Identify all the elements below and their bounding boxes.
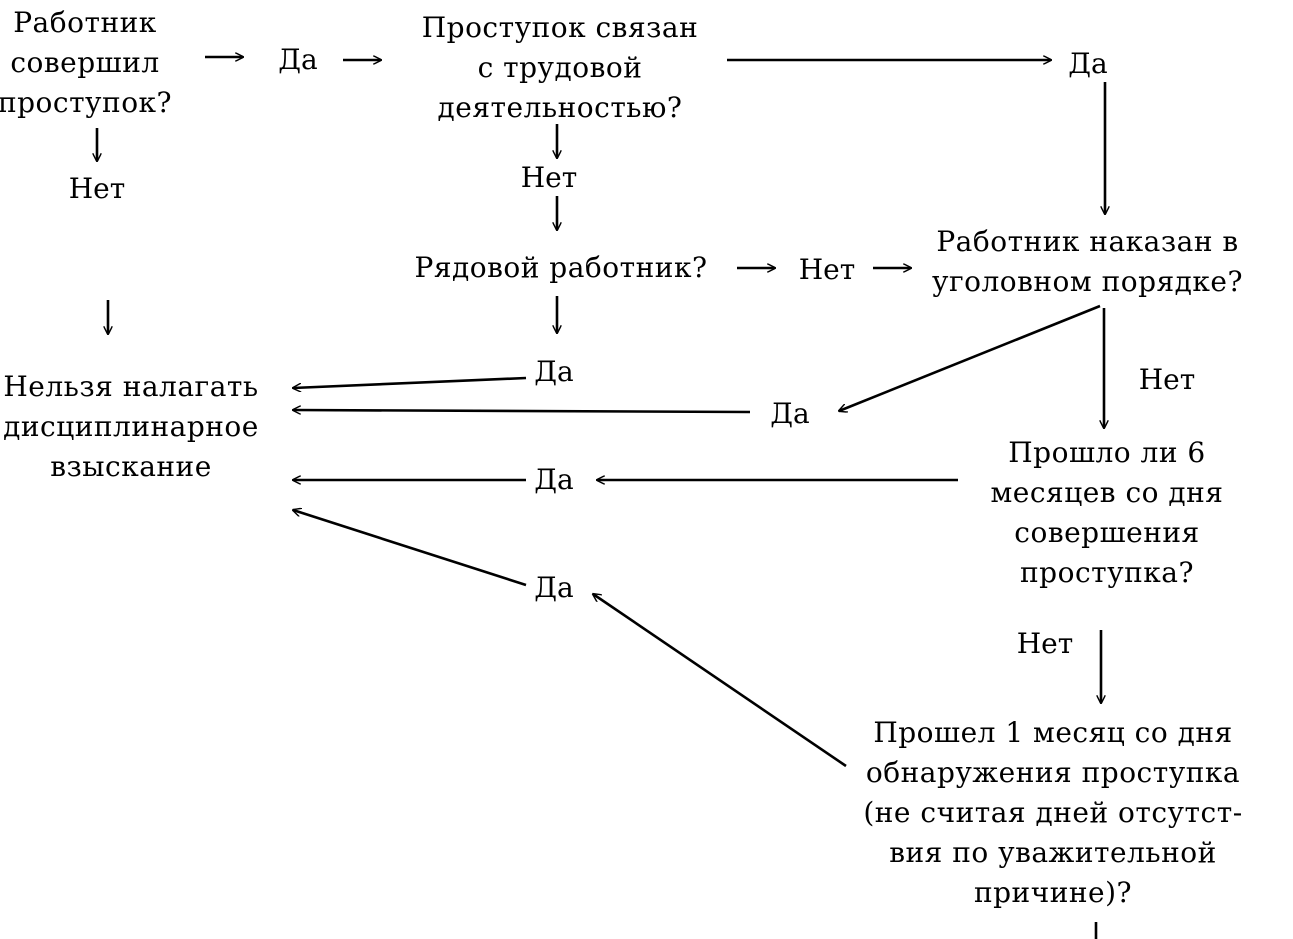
node-work-related: Проступок связан с трудовой деятельность… [390,8,730,128]
node-line: обнаружения проступка [865,756,1241,789]
node-line: вия по уважительной [889,836,1217,869]
node-line: Рядовой работник? [414,251,708,284]
node-six-months: Прошло ли 6 месяцев со дня совершения пр… [962,433,1252,593]
label-yes-2: Да [1068,47,1108,80]
node-criminal: Работник наказан в уголовном порядке? [910,222,1265,302]
node-ordinary-worker: Рядовой работник? [396,248,726,288]
node-line: совершил [10,46,160,79]
node-line: Прошло ли 6 [1008,436,1206,469]
node-one-month: Прошел 1 месяц со дня обнаружения просту… [848,713,1258,913]
node-line: взыскание [50,450,212,483]
node-committed: Работник совершил проступок? [0,3,180,123]
label-no-5: Нет [1016,627,1074,660]
node-line: с трудовой [477,51,643,84]
edge-yes4-to-cannot [293,410,751,412]
label-yes-5: Да [534,463,574,496]
label-yes-4: Да [770,397,810,430]
label-yes-6: Да [534,571,574,604]
edge-yes6-to-cannot [293,510,527,587]
node-line: причине)? [973,876,1133,909]
label-no-4: Нет [1138,363,1196,396]
node-line: проступка? [1020,556,1194,589]
node-line: Работник [13,6,157,39]
edge-one-month-to-yes6 [593,594,847,768]
node-line: дисциплинарное [3,410,259,443]
node-cannot-impose: Нельзя налагать дисциплинарное взыскание [0,367,276,487]
node-line: уголовном порядке? [931,265,1244,298]
edge-yes3-to-cannot [293,376,527,388]
edge-criminal-to-yes4 [839,304,1101,411]
node-line: месяцев со дня [990,476,1224,509]
node-line: совершения [1014,516,1200,549]
node-line: проступок? [0,86,173,119]
node-line: (не считая дней отсутст- [863,796,1243,829]
label-yes-1: Да [278,43,318,76]
node-line: Прошел 1 месяц со дня [873,716,1233,749]
label-no-2: Нет [520,161,578,194]
node-line: Нельзя налагать [3,370,259,403]
node-line: деятельностью? [437,91,683,124]
node-line: Проступок связан [421,11,699,44]
label-yes-3: Да [534,355,574,388]
label-no-1: Нет [68,172,126,205]
label-no-3: Нет [798,253,856,286]
node-line: Работник наказан в [936,225,1239,258]
